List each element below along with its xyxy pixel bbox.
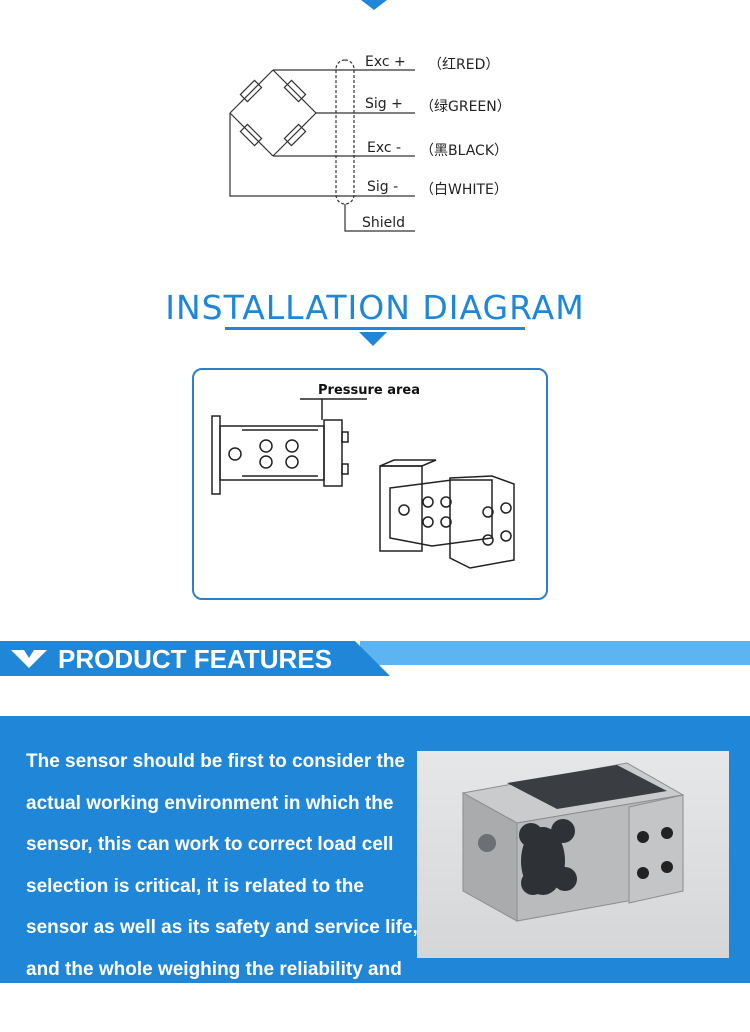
wire-label-sig-plus: Sig +: [365, 96, 403, 112]
installation-title: INSTALLATION DIAGRAM: [165, 288, 585, 327]
wire-color-white: （白WHITE）: [420, 182, 508, 198]
wire-color-red: （红RED）: [428, 57, 500, 73]
triangle-down-icon: [11, 650, 47, 668]
wire-color-black: （黑BLACK）: [420, 143, 509, 159]
load-cell-drawing: [211, 398, 515, 569]
wire-label-sig-minus: Sig -: [367, 179, 399, 195]
triangle-down-inner-icon: [24, 650, 34, 658]
load-cell-photo: [417, 751, 729, 958]
installation-diagram-box: [192, 368, 548, 600]
pressure-area-label: Pressure area: [318, 383, 421, 398]
wire-label-exc-minus: Exc -: [367, 140, 402, 156]
features-band-light: [360, 641, 750, 665]
wire-color-green: （绿GREEN）: [420, 99, 511, 115]
wire-label-exc-plus: Exc +: [365, 54, 406, 70]
features-description: The sensor should be first to consider t…: [26, 751, 418, 1021]
features-title: PRODUCT FEATURES: [58, 644, 332, 674]
wiring-diagram: [229, 59, 415, 232]
title-arrow-icon: [359, 332, 387, 346]
features-band: [0, 641, 390, 676]
top-arrow-icon: [361, 0, 387, 10]
load-cell-image: [461, 762, 685, 922]
wire-label-shield: Shield: [362, 215, 406, 231]
title-underline: [225, 327, 525, 330]
